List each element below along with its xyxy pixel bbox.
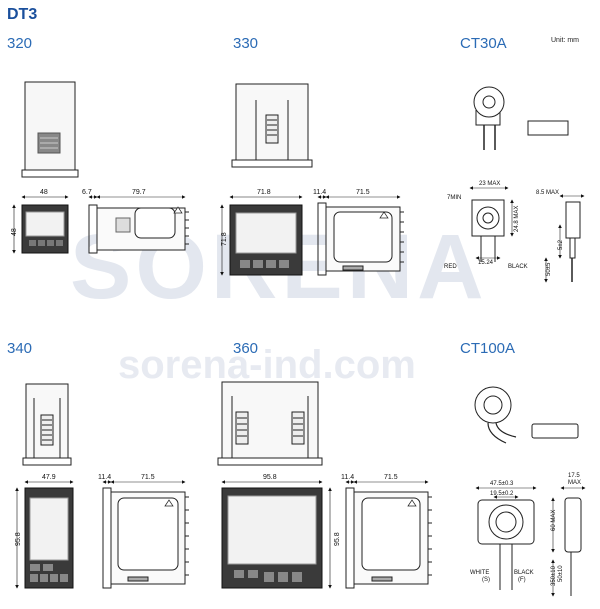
ct100a-outer-dim: 47.5±0.3 [490, 481, 514, 487]
model-360-front-view: 95.8 95.8 [221, 474, 341, 589]
model-360-bezel-dim: 11.4 [341, 474, 354, 481]
ct30a-width-dim: 23 MAX [479, 181, 500, 187]
ct100a-wire-black-name: BLACK [514, 570, 534, 576]
model-320-top-view [21, 81, 79, 178]
ct30a-title: CT30A [460, 35, 507, 52]
ct100a-wire-white-name: WHITE [470, 570, 489, 576]
model-330-side-view [317, 195, 404, 276]
model-340-bezel-dim: 11.4 [98, 474, 111, 481]
ct100a-title: CT100A [460, 340, 516, 357]
ct30a-pin-a-dim: 5±2 [558, 239, 564, 250]
model-330-width-dim: 71.8 [257, 189, 271, 196]
unit-note: Unit: mm [551, 37, 579, 44]
watermark-url: sorena-ind.com [118, 343, 416, 387]
ct30a-side-view [544, 194, 585, 283]
ct100a-height-dim: 60 MAX [551, 510, 557, 531]
model-320-side-view [88, 195, 189, 254]
model-320-height-dim: 48 [11, 228, 18, 236]
ct100a-front-view [475, 486, 537, 590]
model-320-front-view: 48 48 [11, 189, 69, 254]
ct100a-wire-white-code: (S) [482, 577, 490, 583]
ct30a-iso-view [473, 86, 569, 150]
ct100a-lead-b-dim: 50±10 [558, 565, 564, 582]
model-340-width-dim: 47.9 [42, 474, 56, 481]
model-330-top-view [231, 83, 313, 168]
series-title: DT3 [7, 6, 38, 23]
model-320-title: 320 [7, 35, 33, 52]
ct100a-thickness-max: MAX [568, 480, 581, 486]
model-340-front-view: 47.9 95.8 [15, 474, 74, 589]
ct30a-wire-red: RED [444, 264, 457, 270]
ct30a-pitch-dim: 15.24 [478, 260, 494, 266]
ct30a-thickness-dim: 8.5 MAX [536, 190, 559, 196]
model-330-depth-dim: 71.5 [356, 189, 370, 196]
model-340-top-view [22, 383, 72, 466]
model-360-top-view [217, 381, 323, 466]
model-330-bezel-dim: 11.4 [313, 189, 326, 196]
ct100a-iso-view [474, 386, 579, 444]
ct30a-min-dim: 7MIN [447, 195, 461, 201]
ct100a-inner-dim: 19.5±0.2 [490, 491, 514, 497]
ct30a-front-view [469, 186, 514, 262]
ct30a-height-dim: 24.8 MAX [514, 206, 520, 232]
model-320-width-dim: 48 [40, 189, 48, 196]
model-360-width-dim: 95.8 [263, 474, 277, 481]
model-330-front-view: 71.8 71.8 [220, 189, 303, 276]
model-360-height-dim: 95.8 [334, 532, 341, 546]
model-330-title: 330 [233, 35, 259, 52]
model-340-height-dim: 95.8 [15, 532, 22, 546]
ct100a-wire-black-code: (F) [518, 577, 526, 583]
ct100a-lead-a-dim: 350±10 [551, 565, 557, 586]
ct30a-pin-b-dim: 50±5 [546, 262, 552, 276]
model-360-side-view [345, 480, 432, 589]
model-320-depth-dim: 79.7 [132, 189, 146, 196]
ct100a-side-view [551, 486, 586, 597]
ct30a-wire-black: BLACK [508, 264, 528, 270]
model-340-side-view [102, 480, 189, 589]
model-360-depth-dim: 71.5 [384, 474, 398, 481]
model-360-title: 360 [233, 340, 259, 357]
model-340-depth-dim: 71.5 [141, 474, 155, 481]
model-330-height-dim: 71.8 [221, 232, 228, 246]
model-340-title: 340 [7, 340, 33, 357]
ct100a-thickness-val: 17.5 [568, 473, 580, 479]
model-320-bezel-dim: 6.7 [82, 189, 92, 196]
